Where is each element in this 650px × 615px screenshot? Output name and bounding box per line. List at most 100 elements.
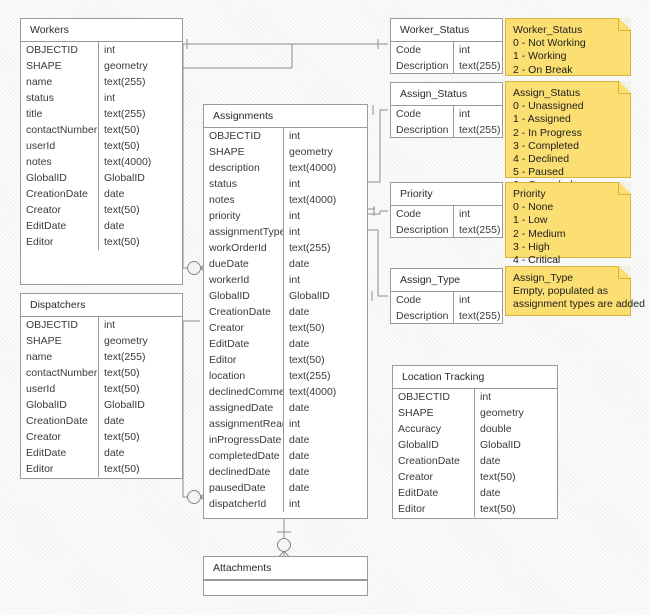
entity-attachments[interactable]: Attachments <box>203 556 368 596</box>
field-type: GlobalID <box>104 399 145 411</box>
entity-title: Assign_Type <box>391 269 502 292</box>
field-type: date <box>480 487 501 499</box>
field-name: GlobalID <box>21 170 99 186</box>
field-type: int <box>289 274 301 286</box>
note-line: Assign_Type <box>513 272 574 284</box>
field-name: location <box>204 368 284 384</box>
field-name: dispatcherId <box>204 496 284 512</box>
field-row: GlobalID GlobalID <box>393 437 557 453</box>
field-name: contactNumber <box>21 122 99 138</box>
note-line: 4 - Critical <box>513 254 561 267</box>
field-type: text(50) <box>104 204 140 216</box>
field-name: declinedDate <box>204 464 284 480</box>
field-type: text(255) <box>459 124 501 136</box>
field-type: text(50) <box>104 383 140 395</box>
field-name: Editor <box>204 352 284 368</box>
field-type: int <box>289 418 301 430</box>
field-type: int <box>289 130 301 142</box>
note-line: 2 - Medium <box>513 227 566 240</box>
field-type: text(4000) <box>289 386 337 398</box>
field-type: date <box>289 450 310 462</box>
field-name: Editor <box>21 461 99 477</box>
field-type: int <box>104 92 116 104</box>
field-name: status <box>21 90 99 106</box>
field-type: GlobalID <box>480 439 521 451</box>
field-name: title <box>21 106 99 122</box>
field-type: text(50) <box>480 503 516 515</box>
field-name: SHAPE <box>21 58 99 74</box>
entity-title: Worker_Status <box>391 19 502 42</box>
field-name: Editor <box>21 234 99 250</box>
field-type: geometry <box>104 60 148 72</box>
field-type: text(255) <box>289 370 331 382</box>
field-name: userId <box>21 381 99 397</box>
field-type: int <box>480 391 492 403</box>
field-type: geometry <box>480 407 524 419</box>
field-type: text(255) <box>289 242 331 254</box>
field-name: dueDate <box>204 256 284 272</box>
field-name: inProgressDate <box>204 432 284 448</box>
field-name: contactNumber <box>21 365 99 381</box>
note-line: 1 - Low <box>513 214 548 227</box>
field-type: geometry <box>289 146 333 158</box>
note-line: 4 - Declined <box>513 153 570 166</box>
field-type: date <box>104 220 125 232</box>
entity-title: Priority <box>391 183 502 206</box>
field-type: date <box>104 188 125 200</box>
attachments-empty-row <box>204 580 367 598</box>
field-type: int <box>289 498 301 510</box>
field-name: OBJECTID <box>21 317 99 333</box>
field-name: notes <box>204 192 284 208</box>
field-type: int <box>104 319 116 331</box>
field-name: GlobalID <box>393 437 475 453</box>
field-type: int <box>289 178 301 190</box>
field-name: userId <box>21 138 99 154</box>
field-name: SHAPE <box>393 405 475 421</box>
field-type: text(255) <box>104 76 146 88</box>
field-row: SHAPE geometry <box>21 58 182 74</box>
entity-title: Dispatchers <box>21 294 182 317</box>
field-name: Creator <box>204 320 284 336</box>
field-name: Code <box>391 292 454 308</box>
field-name: Code <box>391 106 454 122</box>
